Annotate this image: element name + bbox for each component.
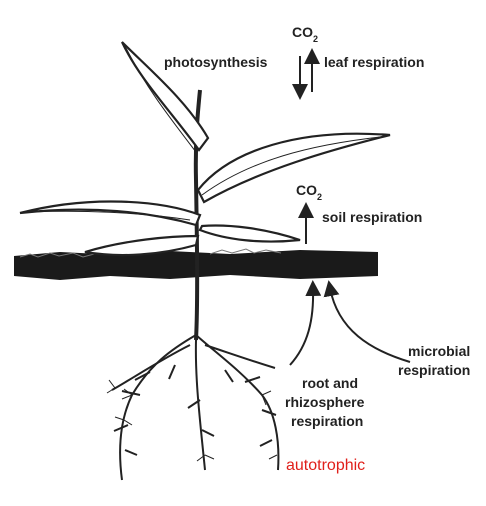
co2-soil-label: CO2 (296, 182, 322, 201)
root-respiration-arrow (290, 288, 313, 365)
photosynthesis-label: photosynthesis (164, 54, 267, 71)
autotrophic-label: autotrophic (286, 457, 365, 474)
microbial-respiration-arrow (330, 288, 410, 362)
leaf-respiration-label: leaf respiration (324, 54, 424, 71)
microbial-respiration-label: respiration (398, 362, 470, 379)
soil-respiration-label: soil respiration (322, 209, 422, 226)
co2-top-label: CO2 (292, 24, 318, 43)
rhizosphere-respiration-label: respiration (291, 413, 363, 430)
plant-roots (112, 335, 278, 480)
microbial-label: microbial (408, 343, 470, 360)
rhizosphere-label: rhizosphere (285, 394, 364, 411)
root-and-label: root and (302, 375, 358, 392)
